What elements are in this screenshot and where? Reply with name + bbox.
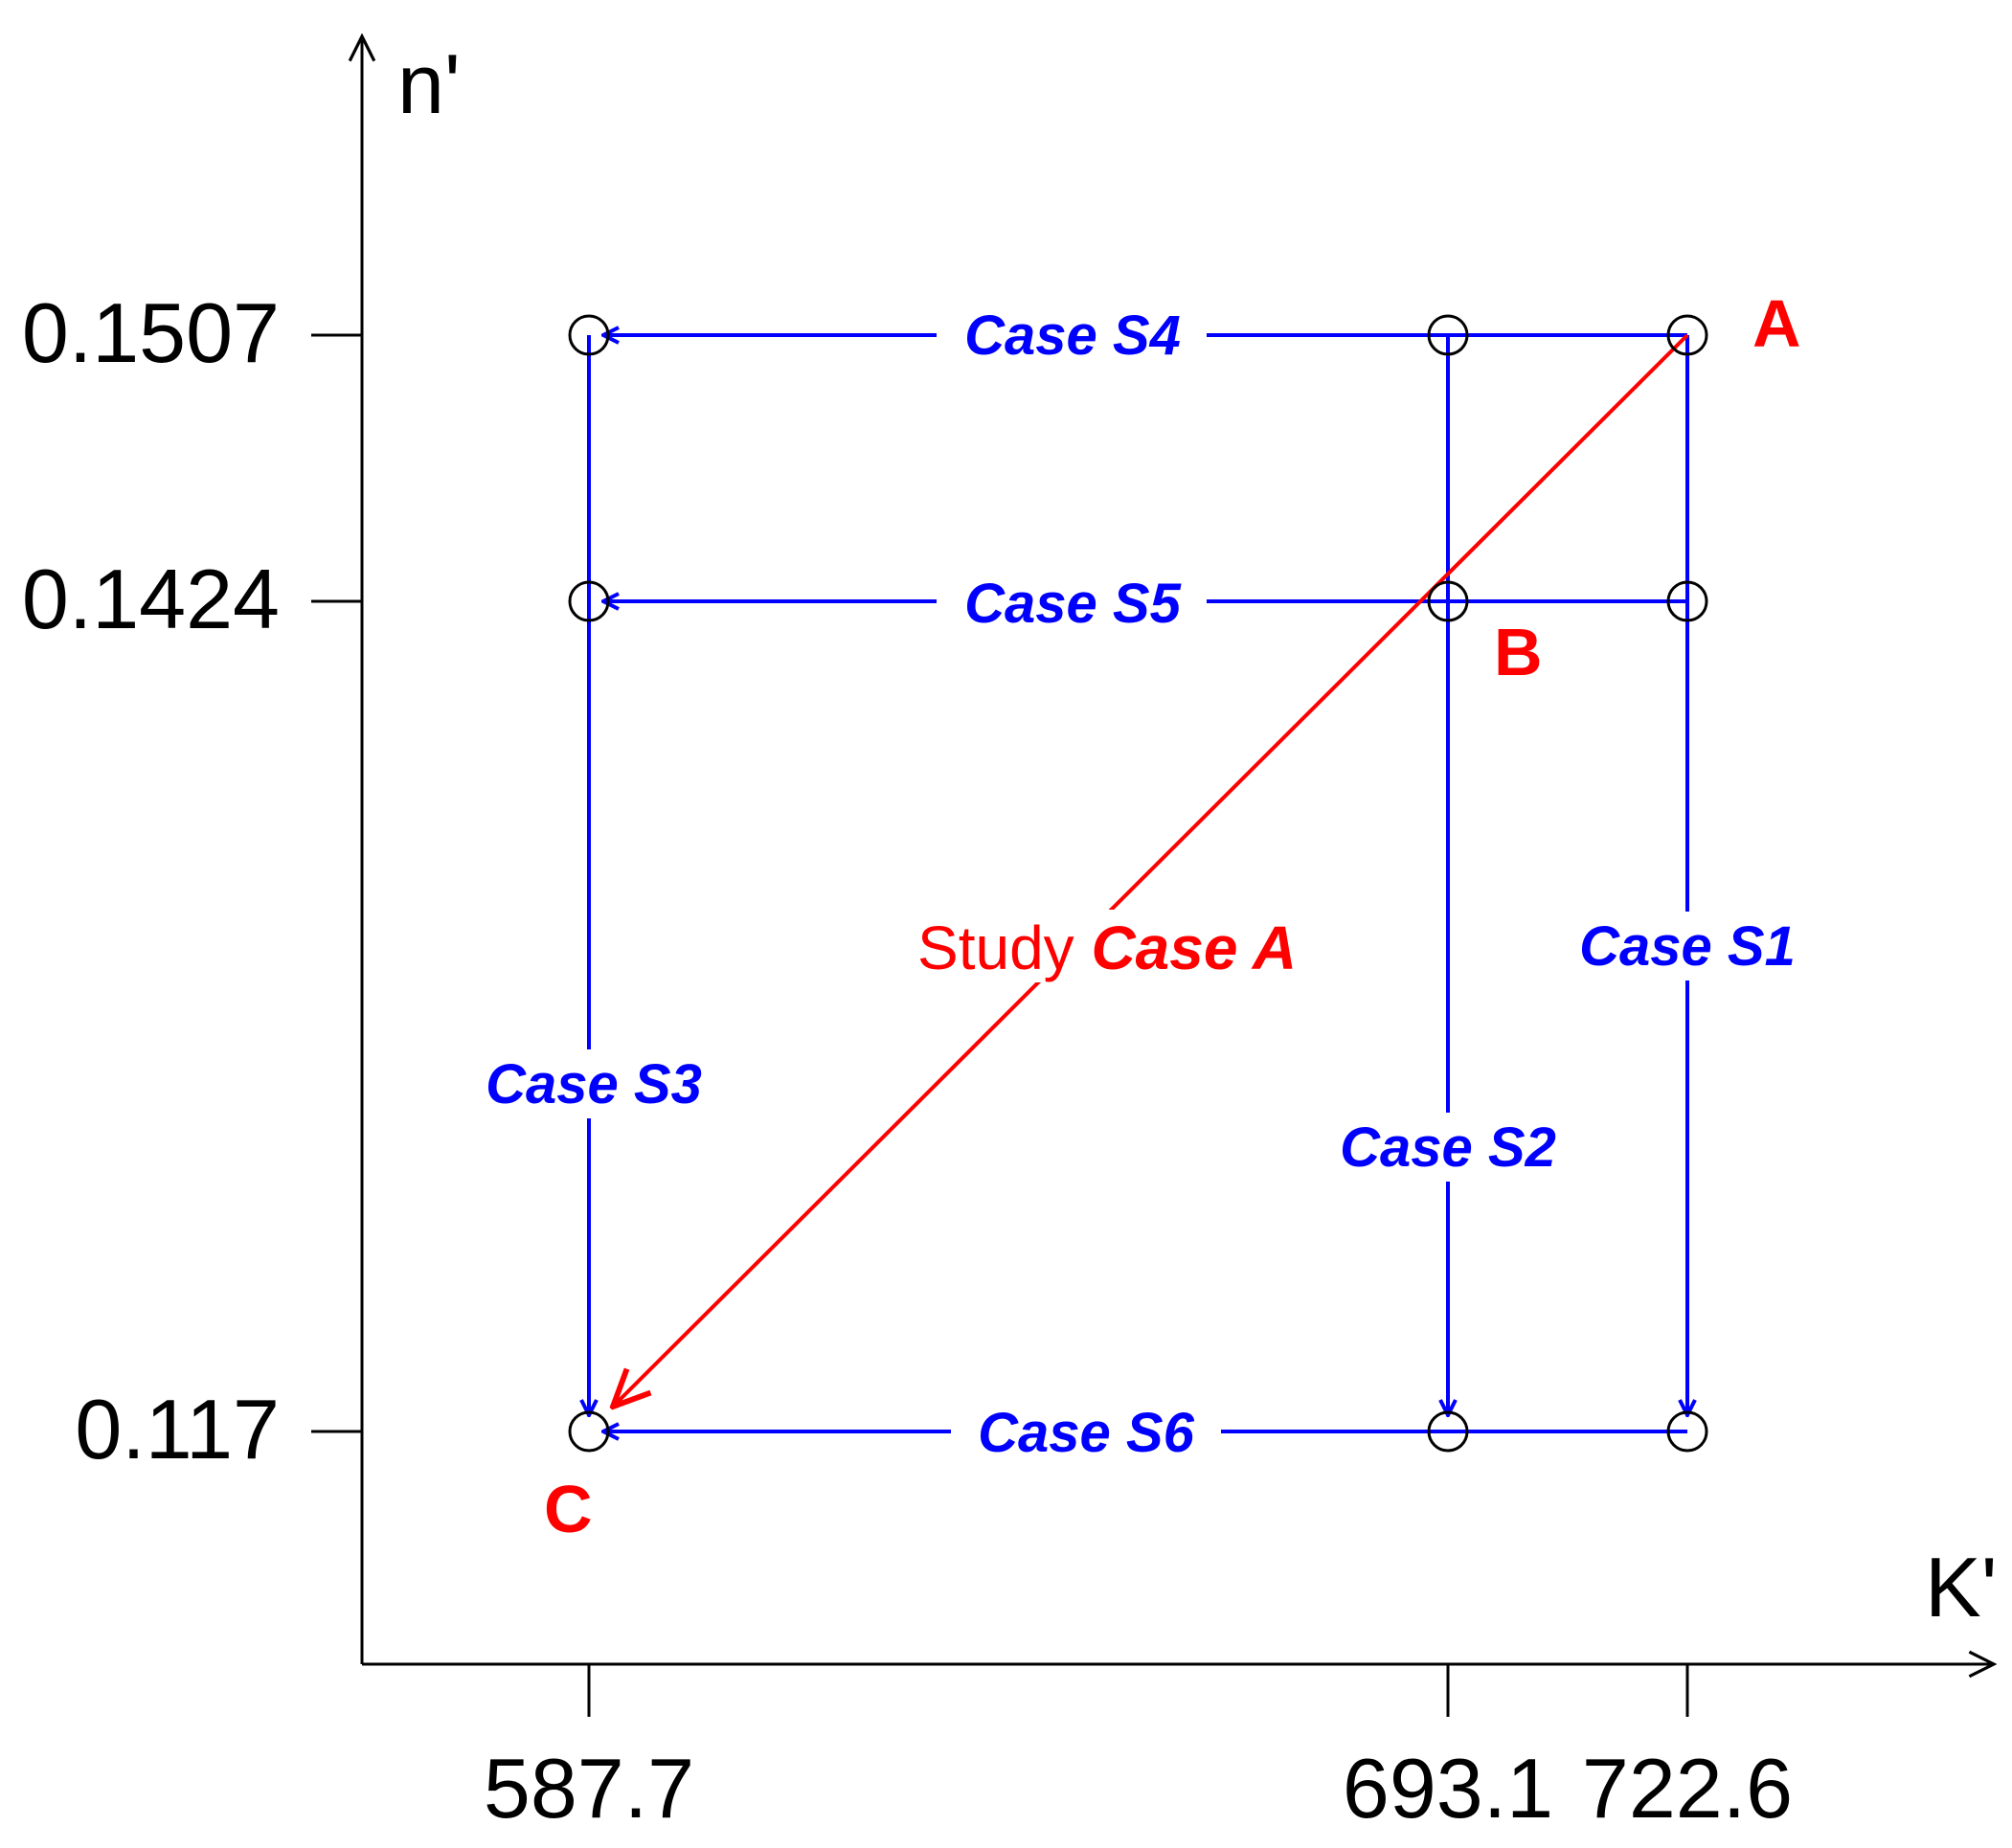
- y-axis-title: n': [397, 36, 461, 131]
- grid-point: [568, 580, 610, 622]
- case-s4-label-bg: [937, 304, 1207, 366]
- x-axis-title: K': [1925, 1540, 1998, 1634]
- point-label-a: A: [1752, 286, 1801, 361]
- case-s1-label-bg: [1551, 912, 1823, 980]
- case-s3-label: Case S3: [486, 1053, 702, 1116]
- grid-point: [1427, 314, 1469, 356]
- y-tick-label-0.117: 0.117: [75, 1382, 280, 1476]
- point-label-b: B: [1494, 615, 1543, 689]
- study-prefix: Study: [917, 913, 1091, 982]
- x-tick-label-722.6: 722.6: [1582, 1741, 1793, 1836]
- case-s2-label-bg: [1312, 1113, 1584, 1182]
- case-s5-label: Case S5: [964, 573, 1181, 635]
- grid-point: [1427, 580, 1469, 622]
- y-tick-label-0.1424: 0.1424: [22, 552, 280, 646]
- study-case-a-path: [613, 333, 1689, 1407]
- case-s4-label: Case S4: [964, 304, 1181, 367]
- study-case-a-label: Study Case A: [917, 913, 1297, 982]
- study-case-name: Case A: [1091, 913, 1297, 982]
- case-s3-label-bg: [458, 1049, 730, 1118]
- y-tick-label-0.1507: 0.1507: [22, 285, 280, 380]
- grid-point: [1666, 314, 1708, 356]
- grid-point: [1666, 580, 1708, 622]
- grid-point: [568, 314, 610, 356]
- study-label-bg: [910, 910, 1331, 982]
- grid-point: [1666, 1410, 1708, 1453]
- case-s2-label: Case S2: [1340, 1116, 1556, 1179]
- grid-point: [1427, 1410, 1469, 1453]
- case-s6-label-bg: [951, 1403, 1221, 1464]
- grid-point: [568, 1410, 610, 1453]
- x-tick-label-693.1: 693.1: [1343, 1741, 1553, 1836]
- case-s1-label: Case S1: [1579, 915, 1796, 978]
- point-label-c: C: [544, 1472, 593, 1546]
- case-s6-label: Case S6: [978, 1402, 1194, 1464]
- x-tick-label-587.7: 587.7: [484, 1741, 694, 1836]
- case-s5-label-bg: [937, 573, 1207, 634]
